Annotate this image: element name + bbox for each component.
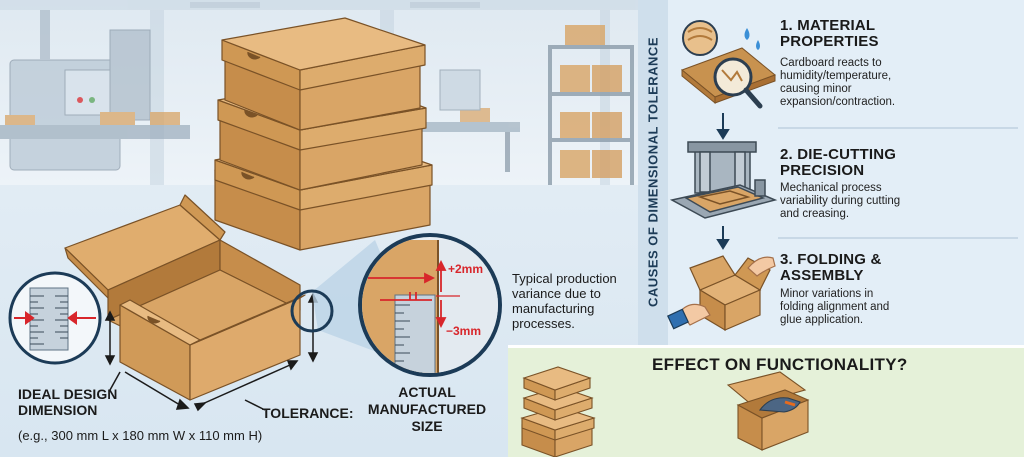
effect-title: EFFECT ON FUNCTIONALITY?	[652, 355, 908, 374]
cause-2-description: Mechanical process variability during cu…	[780, 182, 901, 220]
cause-3-title: 3. FOLDING & ASSEMBLY	[780, 251, 882, 284]
actual-size-label: ACTUAL MANUFACTURED SIZE	[367, 384, 487, 434]
warehouse-shelves	[548, 25, 634, 185]
ideal-design-example: (e.g., 300 mm L x 180 mm W x 110 mm H)	[18, 428, 263, 443]
flow-arrows	[716, 113, 730, 250]
ruler-zoom-left	[8, 271, 102, 365]
box-stack-small-icon	[520, 366, 596, 457]
magnifier-zoom	[290, 233, 502, 377]
stacked-shoe-boxes	[214, 17, 433, 251]
factory-machine	[0, 10, 190, 171]
die-cutting-press-icon	[669, 141, 778, 219]
cause-3-description: Minor variations in folding alignment an…	[780, 288, 890, 326]
variance-note: Typical production variance due to manuf…	[512, 271, 617, 331]
open-shoe-box	[64, 194, 306, 401]
cardboard-magnifier-icon	[681, 20, 776, 109]
cause-1-title: 1. MATERIAL PROPERTIES	[780, 17, 879, 50]
cause-1-description: Cardboard reacts to humidity/temperature…	[780, 57, 896, 108]
box-with-shoe-icon	[726, 371, 810, 451]
tolerance-label: TOLERANCE:	[262, 405, 354, 421]
tolerance-minus-value: −3mm	[446, 324, 482, 338]
hands-folding-box-icon	[666, 255, 776, 332]
tolerance-plus-value: +2mm	[448, 262, 484, 276]
conveyor-belt	[400, 69, 520, 172]
cause-2-title: 2. DIE-CUTTING PRECISION	[780, 146, 897, 179]
causes-vertical-title: CAUSES OF DIMENSIONAL TOLERANCE	[645, 37, 661, 307]
ideal-design-label: IDEAL DESIGN DIMENSION	[18, 386, 118, 418]
